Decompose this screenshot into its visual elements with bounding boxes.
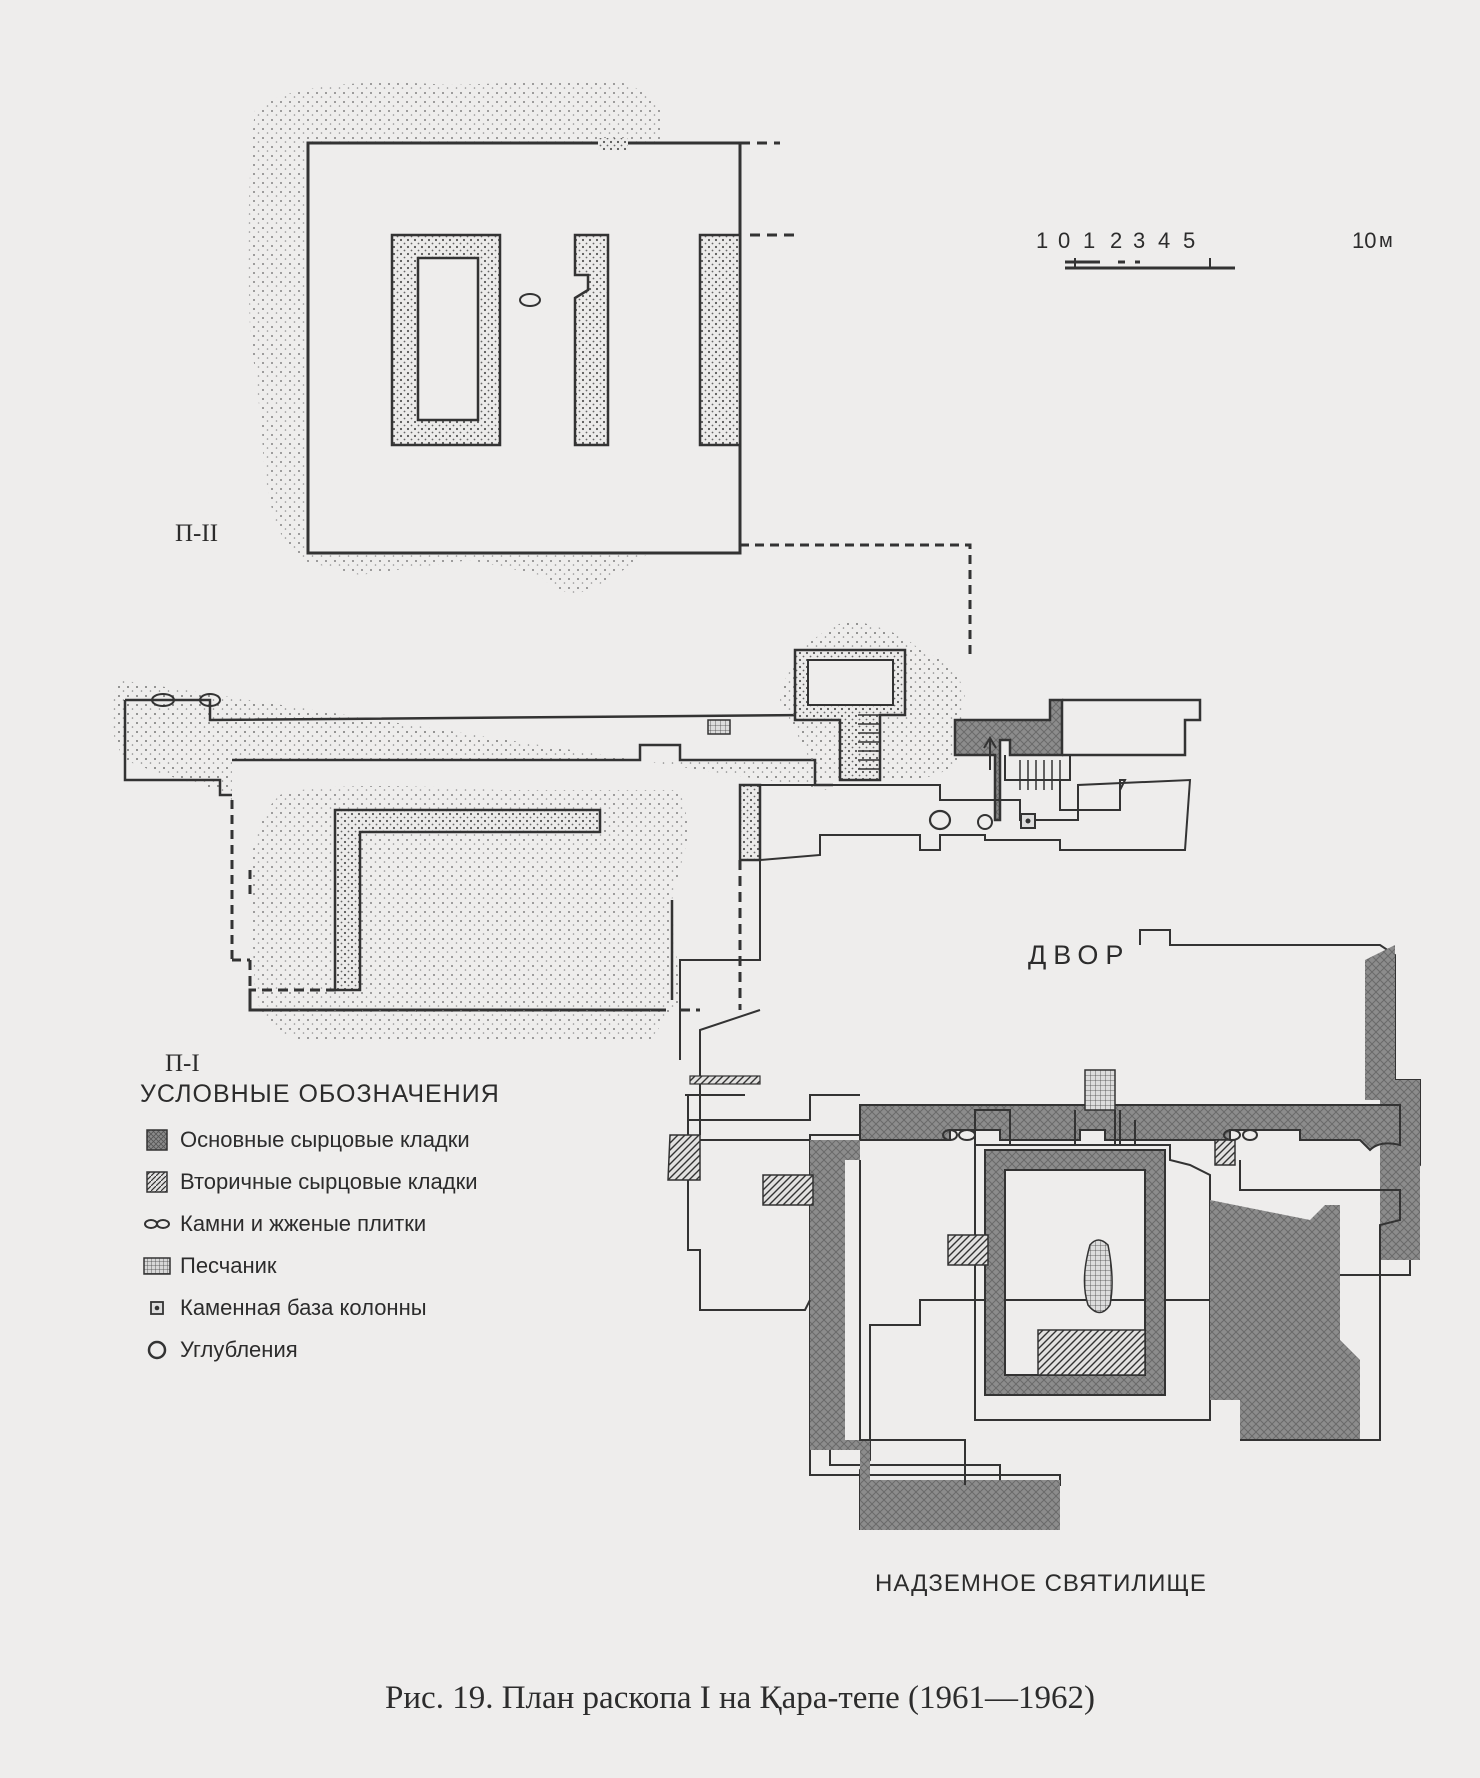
scale-tick-label: 0: [1058, 228, 1071, 253]
scale-tick-label: 3: [1133, 228, 1146, 253]
legend: УСЛОВНЫЕ ОБОЗНАЧЕНИЯ Основные сырцовые к…: [140, 1080, 500, 1371]
scale-bar: [1065, 258, 1235, 270]
crosshatch-swatch-icon: [140, 1129, 174, 1151]
legend-label: Основные сырцовые кладки: [180, 1127, 470, 1152]
legend-label: Песчаник: [180, 1253, 277, 1278]
legend-item: Углубления: [140, 1329, 500, 1371]
scale-tick-label: 2: [1110, 228, 1123, 253]
scale-tick-label: 10: [1352, 228, 1377, 253]
hatch-swatch-icon: [140, 1171, 174, 1193]
east-wing: [759, 698, 1202, 861]
scale-unit-label: м: [1379, 230, 1393, 252]
scale-tick-label: 4: [1158, 228, 1171, 253]
legend-label: Углубления: [180, 1337, 298, 1362]
room-p1: [248, 786, 690, 1040]
sandstone-swatch-icon: [140, 1257, 174, 1275]
legend-title: УСЛОВНЫЕ ОБОЗНАЧЕНИЯ: [140, 1080, 500, 1108]
central-block: [738, 620, 965, 862]
scale-tick-label: 5: [1183, 228, 1196, 253]
dashed-wall-north: [740, 543, 972, 660]
legend-item: Основные сырцовые кладки: [140, 1119, 500, 1161]
stones-swatch-icon: [140, 1216, 174, 1232]
legend-item: Каменная база колонны: [140, 1287, 500, 1329]
pit-swatch-icon: [140, 1339, 174, 1361]
legend-item: Песчаник: [140, 1245, 500, 1287]
corridor: [111, 680, 833, 800]
label-p2: П-II: [175, 520, 219, 547]
label-p1: П-I: [165, 1050, 200, 1077]
room-p2: [248, 80, 800, 593]
legend-label: Каменная база колонны: [180, 1295, 427, 1320]
legend-item: Вторичные сырцовые кладки: [140, 1161, 500, 1203]
figure-caption: Рис. 19. План раскопа I на Қара-тепе (19…: [385, 1680, 1095, 1716]
scale-tick-label: 1: [1083, 228, 1096, 253]
scale-tick-label: 1: [1036, 228, 1049, 253]
label-shrine: НАДЗЕМНОЕ СВЯТИЛИЩЕ: [875, 1570, 1207, 1597]
legend-item: Камни и жженые плитки: [140, 1203, 500, 1245]
legend-label: Вторичные сырцовые кладки: [180, 1169, 478, 1194]
label-courtyard: ДВОР: [1028, 940, 1131, 970]
dashed-wall-west: [230, 800, 252, 962]
shrine-complex: [667, 860, 1421, 1530]
legend-label: Камни и жженые плитки: [180, 1211, 427, 1236]
column-base-swatch-icon: [140, 1300, 174, 1316]
